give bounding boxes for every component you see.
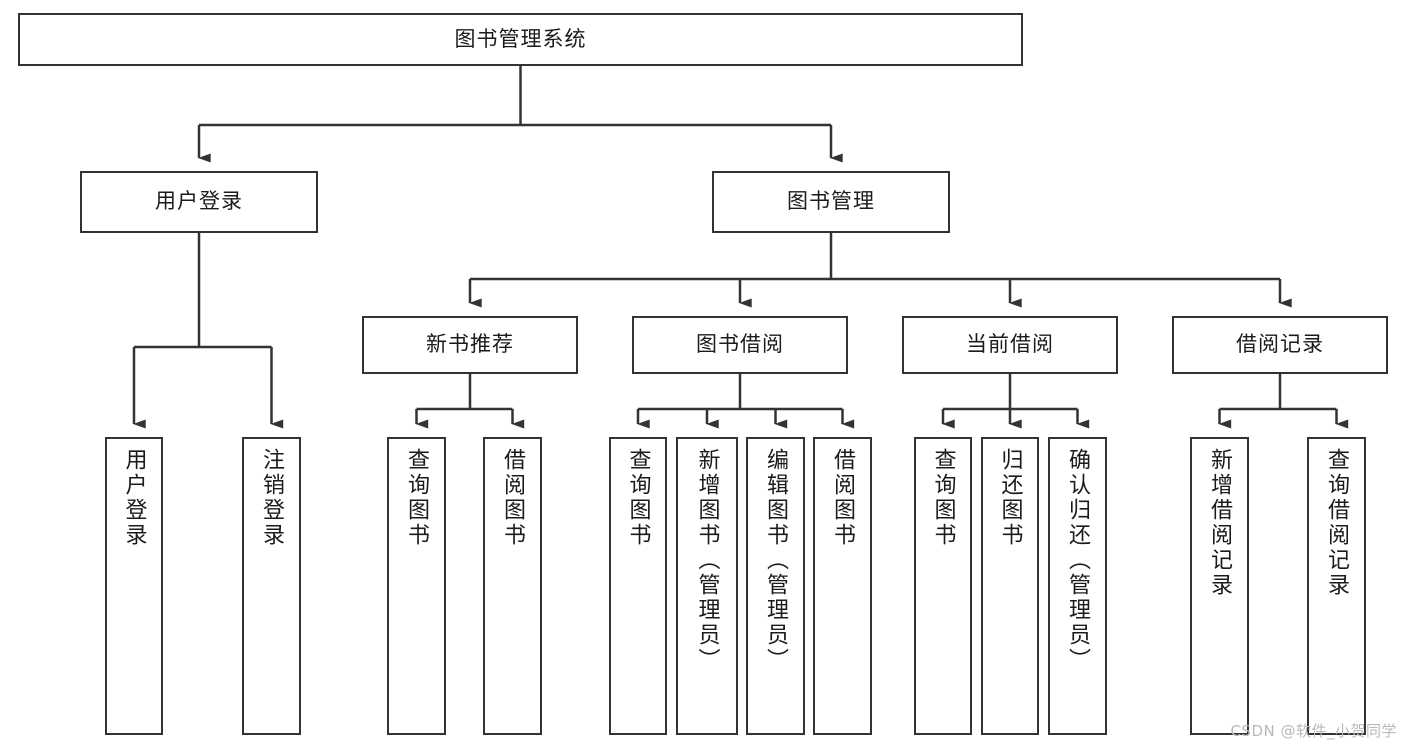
- leaf-edit-book-admin[interactable]: 编辑图书（管理员）: [746, 437, 805, 735]
- node-label: 查询图书: [930, 448, 956, 548]
- node-label: 新增借阅记录: [1207, 448, 1233, 598]
- node-book-borrow[interactable]: 图书借阅: [632, 316, 848, 374]
- leaf-add-borrow-record[interactable]: 新增借阅记录: [1190, 437, 1249, 735]
- node-label: 当前借阅: [966, 332, 1054, 357]
- node-label: 图书管理系统: [454, 26, 587, 51]
- node-new-book-recommend[interactable]: 新书推荐: [362, 316, 578, 374]
- leaf-query-book-current[interactable]: 查询图书: [914, 437, 972, 735]
- node-label: 查询借阅记录: [1324, 448, 1350, 598]
- leaf-logout[interactable]: 注销登录: [242, 437, 301, 735]
- node-label: 用户登录: [121, 448, 147, 548]
- node-user-login[interactable]: 用户登录: [80, 171, 318, 233]
- node-label: 图书管理: [787, 189, 875, 214]
- node-label: 新增图书（管理员）: [694, 448, 720, 673]
- node-root[interactable]: 图书管理系统: [18, 13, 1023, 66]
- node-label: 借阅图书: [830, 448, 856, 548]
- leaf-borrow-book[interactable]: 借阅图书: [813, 437, 872, 735]
- node-book-management[interactable]: 图书管理: [712, 171, 950, 233]
- node-label: 新书推荐: [426, 332, 514, 357]
- node-label: 注销登录: [259, 448, 285, 548]
- node-label: 图书借阅: [696, 332, 784, 357]
- node-label: 查询图书: [404, 448, 430, 548]
- leaf-query-borrow-record[interactable]: 查询借阅记录: [1307, 437, 1366, 735]
- leaf-add-book-admin[interactable]: 新增图书（管理员）: [676, 437, 738, 735]
- leaf-query-book-recommend[interactable]: 查询图书: [387, 437, 446, 735]
- leaf-return-book[interactable]: 归还图书: [981, 437, 1039, 735]
- leaf-confirm-return-admin[interactable]: 确认归还（管理员）: [1048, 437, 1107, 735]
- node-label: 编辑图书（管理员）: [763, 448, 789, 673]
- node-label: 借阅图书: [500, 448, 526, 548]
- node-current-borrow[interactable]: 当前借阅: [902, 316, 1118, 374]
- node-label: 归还图书: [997, 448, 1023, 548]
- node-label: 用户登录: [155, 189, 243, 214]
- node-label: 借阅记录: [1236, 332, 1324, 357]
- leaf-user-login[interactable]: 用户登录: [105, 437, 163, 735]
- node-label: 确认归还（管理员）: [1065, 448, 1091, 673]
- leaf-borrow-book-recommend[interactable]: 借阅图书: [483, 437, 542, 735]
- node-label: 查询图书: [625, 448, 651, 548]
- leaf-query-book-borrow[interactable]: 查询图书: [609, 437, 667, 735]
- node-borrow-record[interactable]: 借阅记录: [1172, 316, 1388, 374]
